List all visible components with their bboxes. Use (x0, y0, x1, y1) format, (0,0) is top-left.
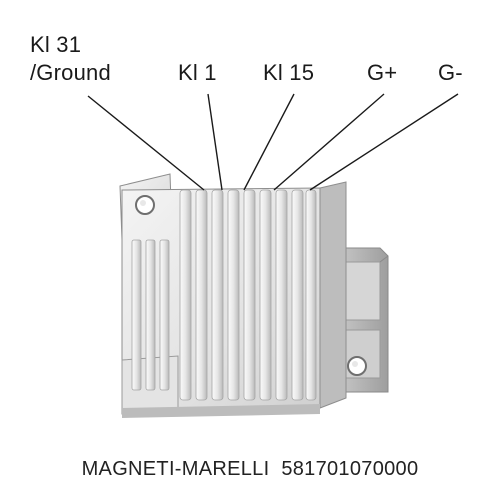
label-g-minus: G- (438, 60, 463, 85)
mounting-hole-bottom (347, 356, 367, 376)
leader-gplus (273, 93, 385, 191)
label-kl31: Kl 31 (30, 32, 82, 57)
label-ground: /Ground (30, 60, 111, 85)
leader-kl31 (87, 95, 205, 191)
regulator-housing (119, 173, 347, 418)
product-caption: MAGNETI-MARELLI 581701070000 (0, 458, 500, 481)
part-number: 581701070000 (281, 458, 419, 480)
leader-kl15 (243, 93, 295, 191)
label-kl15: Kl 15 (263, 60, 315, 85)
leader-lines (87, 93, 459, 191)
mounting-hole-top (135, 195, 155, 215)
leader-kl1 (207, 93, 223, 191)
label-kl1: Kl 1 (178, 60, 217, 85)
side-bracket (335, 247, 389, 393)
leader-gminus (309, 93, 459, 191)
label-g-plus: G+ (367, 60, 398, 85)
brand-name: MAGNETI-MARELLI (81, 458, 270, 480)
